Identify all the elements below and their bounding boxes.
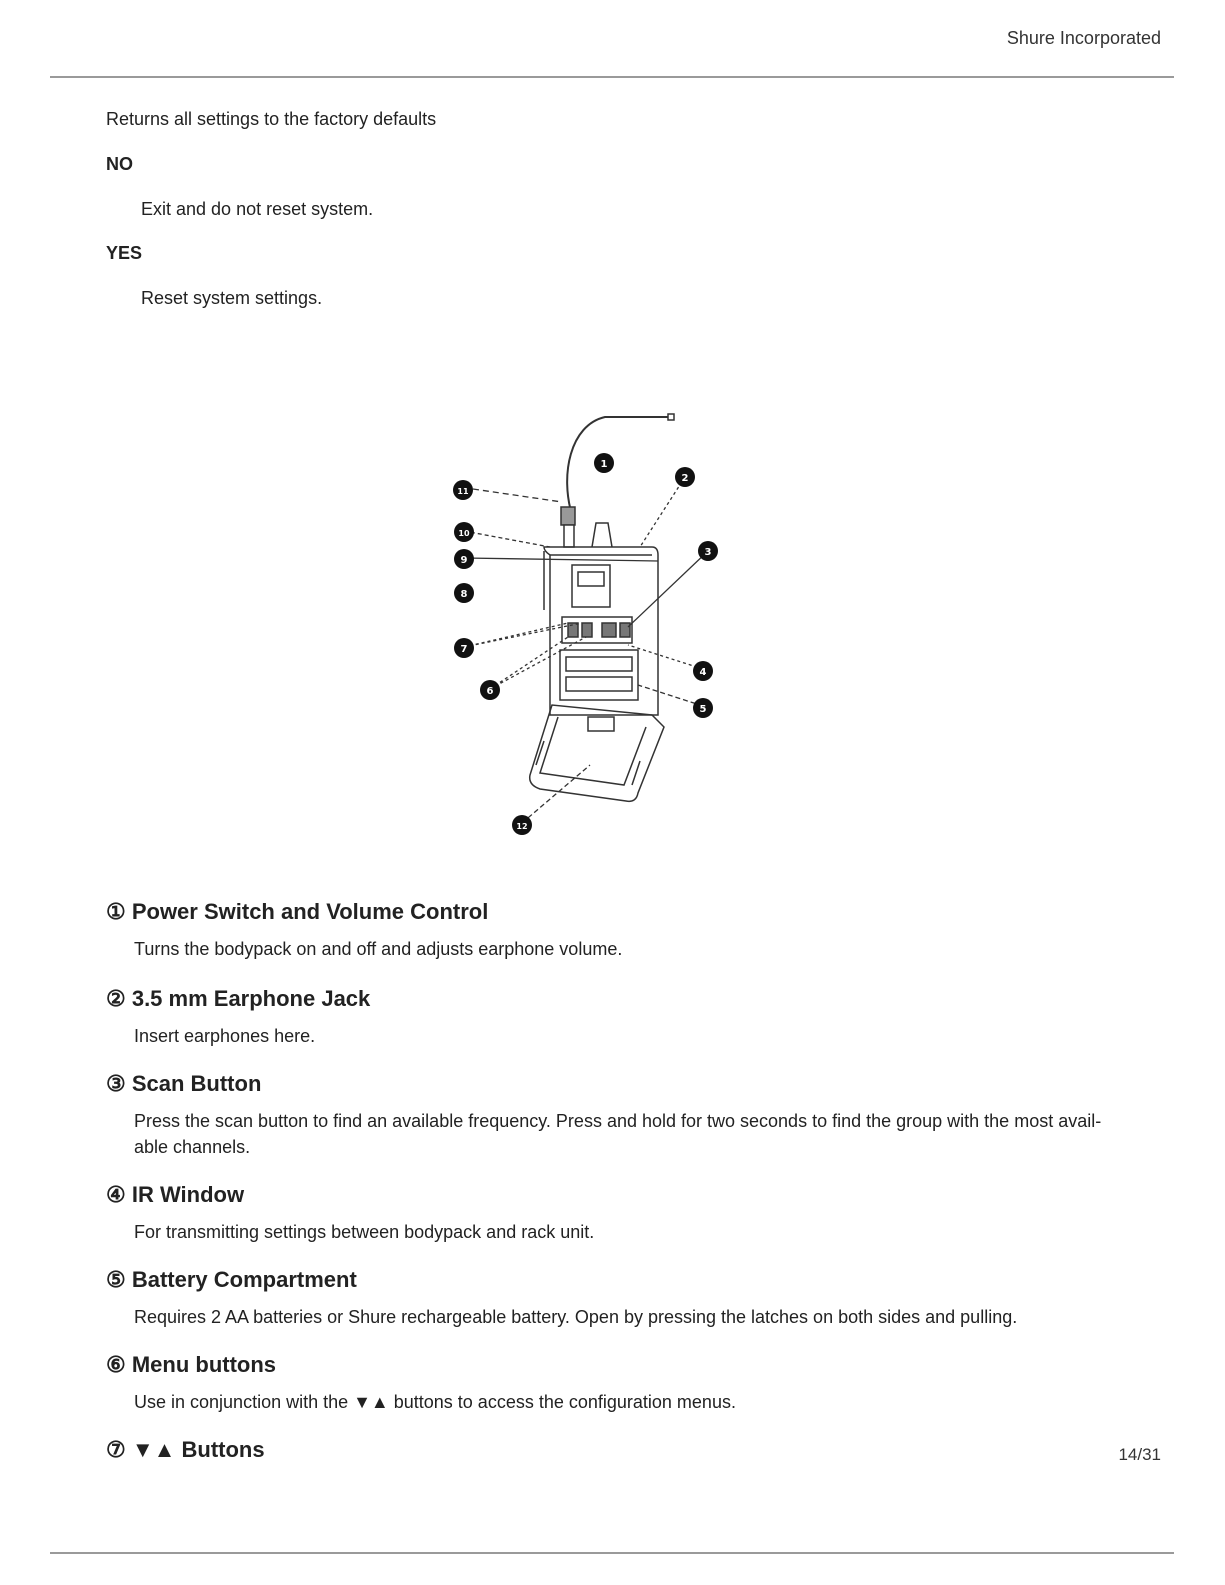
callout-5-label: 5 <box>700 704 707 715</box>
callout-circles: 1 2 3 4 5 6 7 8 9 10 11 12 <box>453 453 718 835</box>
reset-description: Returns all settings to the factory defa… <box>106 109 437 129</box>
section-title: ⑦ ▼▲ Buttons <box>106 1437 265 1462</box>
section-battery-compartment: ⑤ Battery Compartment Requires 2 AA batt… <box>106 1265 1116 1330</box>
section-body: Press the scan button to find an availab… <box>134 1111 1102 1157</box>
callout-11 <box>453 480 473 500</box>
section-arrow-buttons: ⑦ ▼▲ Buttons <box>106 1435 1116 1465</box>
header-company: Shure Incorporated <box>1006 28 1161 48</box>
callout-7-label: 7 <box>461 644 468 655</box>
section-menu-buttons: ⑥ Menu buttons Use in conjunction with t… <box>106 1350 1116 1415</box>
footer-rule <box>50 1552 1174 1554</box>
section-ir-window: ④ IR Window For transmitting settings be… <box>106 1180 1116 1245</box>
callout-8-label: 8 <box>461 589 468 600</box>
callout-6-label: 6 <box>487 686 494 697</box>
section-body: Insert earphones here. <box>134 1026 316 1046</box>
section-power-switch: ① Power Switch and Volume Control Turns … <box>106 897 1116 962</box>
callout-12 <box>512 815 532 835</box>
leader-lines <box>463 476 709 824</box>
section-body: Use in conjunction with the ▼▲ buttons t… <box>134 1392 736 1412</box>
section-body: Requires 2 AA batteries or Shure recharg… <box>134 1307 1018 1327</box>
callout-4-label: 4 <box>700 667 707 678</box>
callout-3 <box>698 541 718 561</box>
callout-11-label: 11 <box>457 487 469 496</box>
callout-9 <box>454 549 474 569</box>
section-title: ① Power Switch and Volume Control <box>106 899 489 924</box>
callout-10-label: 10 <box>458 529 470 538</box>
section-body: For transmitting settings between bodypa… <box>134 1222 595 1242</box>
callout-6 <box>480 680 500 700</box>
callout-2 <box>675 467 695 487</box>
callout-2-label: 2 <box>682 473 689 484</box>
option-no-label: NO <box>106 154 133 174</box>
section-title: ② 3.5 mm Earphone Jack <box>106 986 371 1011</box>
section-title: ④ IR Window <box>106 1182 245 1207</box>
section-title: ⑥ Menu buttons <box>106 1352 277 1377</box>
option-yes-label: YES <box>106 243 143 263</box>
section-title: ③ Scan Button <box>106 1071 262 1096</box>
header-rule <box>50 76 1174 78</box>
page-number: 14/31 <box>1118 1445 1161 1464</box>
callout-3-label: 3 <box>705 547 712 558</box>
section-body: Turns the bodypack on and off and adjust… <box>134 939 623 959</box>
callout-5 <box>693 698 713 718</box>
section-earphone-jack: ② 3.5 mm Earphone Jack Insert earphones … <box>106 984 1116 1049</box>
section-title: ⑤ Battery Compartment <box>106 1267 357 1292</box>
callout-1 <box>594 453 614 473</box>
bodypack-diagram: 1 2 3 4 5 6 7 8 9 10 11 12 <box>453 413 718 835</box>
callout-7 <box>454 638 474 658</box>
callout-12-label: 12 <box>516 822 527 831</box>
callout-1-label: 1 <box>601 459 608 470</box>
section-scan-button: ③ Scan Button Press the scan button to f… <box>106 1069 1116 1160</box>
callout-4 <box>693 661 713 681</box>
option-no-detail: Exit and do not reset system. <box>141 199 374 219</box>
callout-9-label: 9 <box>461 555 468 566</box>
bodypack-drawing <box>528 413 675 803</box>
option-yes-detail: Reset system settings. <box>141 288 323 308</box>
feature-sections: ① Power Switch and Volume Control Turns … <box>106 897 1116 1485</box>
callout-8 <box>454 583 474 603</box>
callout-10 <box>454 522 474 542</box>
